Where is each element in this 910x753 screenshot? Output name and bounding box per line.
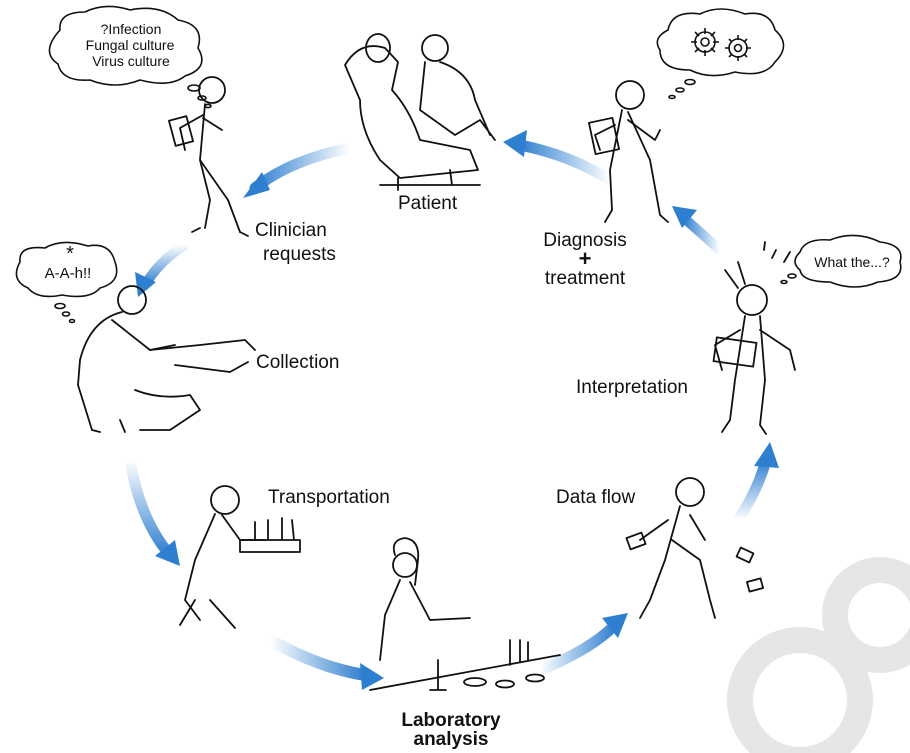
patient-in-chair-illustration — [344, 33, 496, 191]
diagnosis-illustration — [588, 80, 669, 223]
label-laboratory: Laboratory — [401, 710, 501, 731]
label-diagnosis: Diagnosis — [543, 230, 627, 251]
label-treatment: treatment — [544, 268, 626, 289]
arrow-head — [243, 172, 270, 198]
interpretation-illustration — [712, 241, 796, 435]
gear-icon — [725, 35, 751, 61]
label-clinician: Clinician — [255, 220, 327, 241]
bubble-fungal-culture: Fungal culture — [85, 37, 175, 53]
arrow-head — [602, 613, 628, 638]
arrow-head — [135, 272, 156, 297]
arrow-head — [503, 130, 527, 157]
cycle-arrows — [124, 130, 779, 690]
arrow-collection-to-transport — [124, 454, 176, 561]
bubble-aah: A-A-h!! — [44, 265, 92, 282]
label-analysis: analysis — [413, 729, 489, 750]
arrow-head — [360, 663, 384, 690]
arrow-head — [155, 540, 180, 566]
arrow-diagnosis-to-patient — [514, 139, 616, 186]
gear-icon — [691, 28, 719, 56]
watermark — [727, 557, 910, 753]
arrow-head — [754, 442, 779, 468]
label-requests: requests — [263, 244, 336, 265]
data-flow-illustration — [625, 477, 764, 619]
interpretation-thought-bubble — [780, 234, 902, 288]
arrow-clinician-to-collection — [140, 240, 190, 290]
arrow-head — [672, 206, 697, 228]
laboratory-illustration — [369, 537, 561, 691]
clinician-thought-bubble — [48, 5, 212, 109]
bubble-star: * — [66, 243, 74, 265]
arrow-transport-to-lab — [264, 634, 371, 681]
bubble-infection: ?Infection — [100, 21, 162, 37]
clinician-illustration — [168, 76, 249, 237]
arrow-interpretation-to-diagnosis — [679, 213, 725, 255]
bubble-virus-culture: Virus culture — [92, 53, 170, 69]
label-data-flow: Data flow — [556, 487, 636, 508]
bubble-what-the: What the...? — [814, 254, 890, 270]
label-diagnosis-plus: + — [578, 246, 592, 271]
collection-illustration — [77, 285, 256, 433]
arrow-dataflow-to-interpretation — [732, 454, 772, 526]
arrow-lab-to-dataflow — [534, 619, 621, 676]
label-patient: Patient — [398, 193, 458, 214]
label-collection: Collection — [256, 352, 340, 373]
diagnosis-thought-bubble — [656, 8, 785, 100]
label-interpretation: Interpretation — [576, 377, 688, 398]
label-transportation: Transportation — [268, 487, 390, 508]
arrow-patient-to-clinician — [249, 142, 356, 194]
collection-thought-bubble — [15, 241, 118, 324]
transportation-illustration — [179, 485, 301, 629]
